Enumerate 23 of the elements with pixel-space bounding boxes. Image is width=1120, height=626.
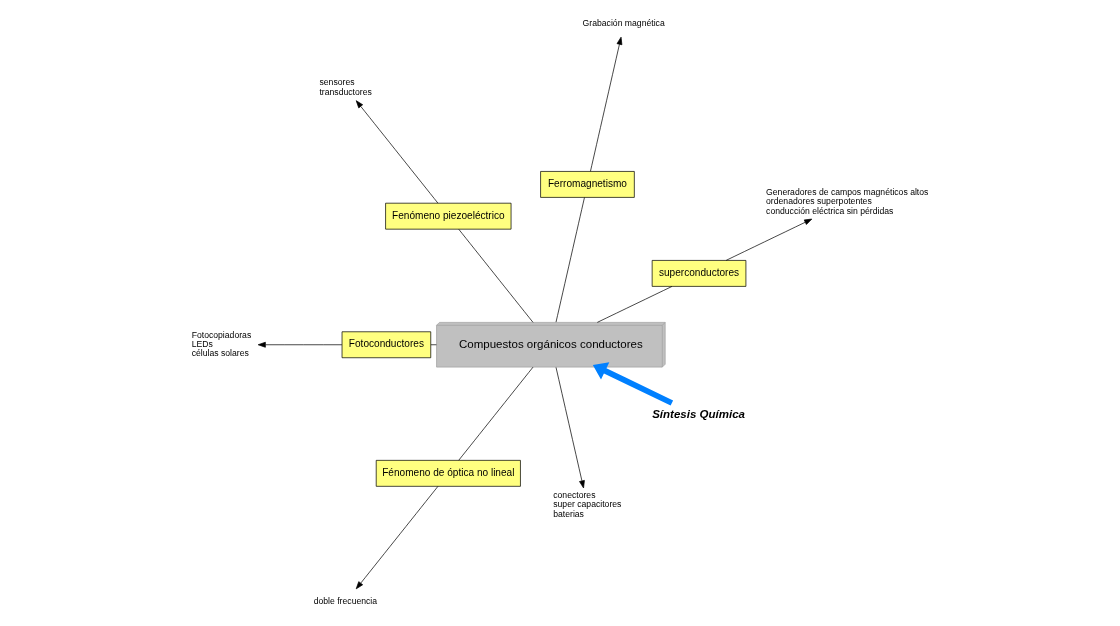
arrow <box>257 341 343 348</box>
node-box: superconductores <box>651 260 747 287</box>
arrow <box>355 486 439 590</box>
arrow <box>592 362 674 406</box>
node-text: conectores super capacitores baterias <box>553 489 622 519</box>
connector <box>555 197 585 323</box>
node-box: Fenómeno piezoeléctrico <box>385 202 512 230</box>
arrow <box>725 218 813 261</box>
node-box: Fotoconductores <box>341 331 432 359</box>
node-text: Síntesis Química <box>652 408 745 421</box>
connector <box>458 228 534 323</box>
node-text: doble frecuencia <box>313 596 378 607</box>
node-box: Fénomeno de óptica no lineal <box>375 460 521 487</box>
node-text: sensores transductores <box>319 77 372 97</box>
arrow <box>355 100 439 204</box>
node-text: Generadores de campos magnéticos altos ordenadores superpotentes conducción eléctrica sin pérdidas <box>766 186 929 216</box>
connector <box>458 366 534 461</box>
node-box: Ferromagnetismo <box>540 171 635 198</box>
node-text: Grabación magnética <box>582 18 665 29</box>
arrow <box>590 36 623 172</box>
arrow <box>555 367 585 489</box>
connector <box>596 286 673 323</box>
node-text: Fotocopiadoras LEDs células solares <box>191 329 252 359</box>
